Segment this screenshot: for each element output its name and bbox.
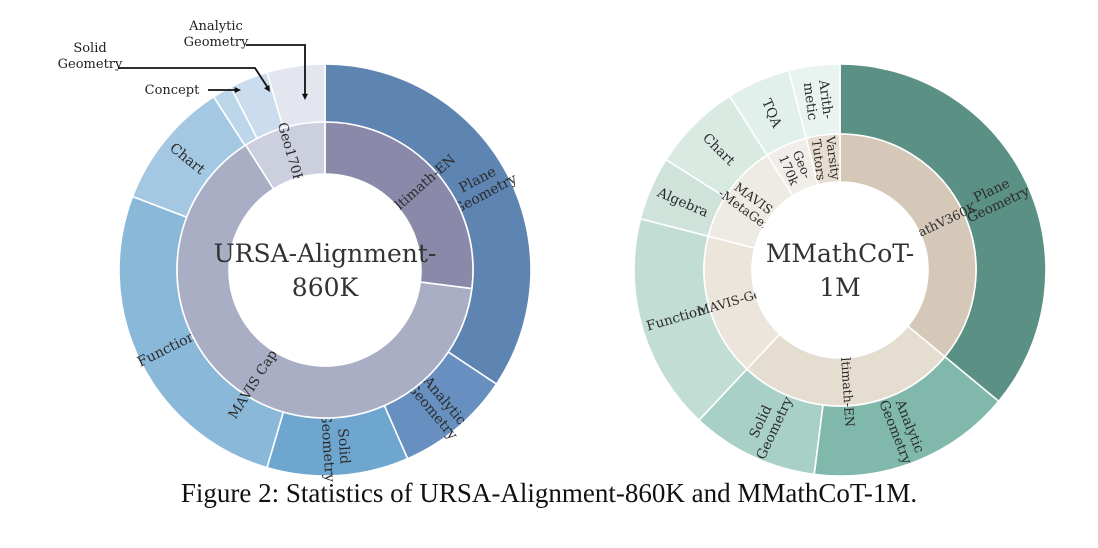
chart2-inner-label-multimath-en: Multimath-EN [837,336,858,427]
chart2-center [752,182,928,358]
sunburst-1: PlaneGeometryAnalyticGeometrySolidGeomet… [58,19,532,483]
sunburst-2: PlaneGeometryAnalyticGeometrySolidGeomet… [633,63,1047,477]
svg-text:SolidGeometry: SolidGeometry [58,41,123,72]
callout-arrowhead [301,93,309,100]
chart1-center-label: URSA-Alignment-860K [214,239,437,302]
chart2-inner-label-varsity-tutors: VarsityTutors [809,134,844,183]
svg-text:AnalyticGeometry: AnalyticGeometry [184,19,249,50]
chart2-outer-label-arithmetic: Arith-metic [800,78,836,122]
callout-arrowhead [264,85,270,92]
callout-arrow-line [118,67,269,89]
callout-concept: Concept [145,83,241,98]
chart2-center-label: MMathCoT-1M [766,239,914,302]
callout-arrowhead [234,86,241,94]
chart1-center [229,174,421,366]
figure-caption: Figure 2: Statistics of URSA-Alignment-8… [180,478,918,508]
callout-arrow-line [246,44,306,97]
svg-text:Concept: Concept [145,83,200,98]
chart1-outer-label-solid-geometry: SolidGeometry [317,411,353,483]
